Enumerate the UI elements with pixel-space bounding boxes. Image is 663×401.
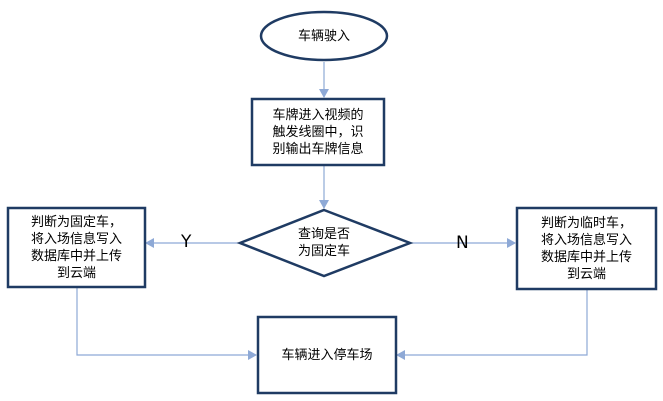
decision-label: 查询是否 为固定车 <box>297 227 350 259</box>
yes-branch-label: Y <box>181 232 192 252</box>
arrow-no-to-end <box>396 289 588 360</box>
recognize-process-shape <box>250 97 386 167</box>
start-terminal-shape <box>259 10 389 62</box>
no-step-label: 判断为临时车， 将入场信息写入 数据库中并上传 到云端 <box>540 215 632 282</box>
end-step-label: 车辆进入停车场 <box>281 347 373 363</box>
yes-process-shape <box>6 206 147 289</box>
no-branch-label: N <box>456 233 469 253</box>
decision-diamond-shape <box>236 208 414 278</box>
start-terminal-label: 车辆驶入 <box>297 28 350 44</box>
end-process-shape <box>256 315 398 395</box>
yes-step-label: 判断为固定车， 将入场信息写入 数据库中并上传 到云端 <box>30 214 122 281</box>
arrow-yes-to-end <box>76 287 257 360</box>
recognize-step-label: 车牌进入视频的 触发线圈中，识 别输出车牌信息 <box>272 107 364 157</box>
no-process-shape <box>515 206 658 291</box>
